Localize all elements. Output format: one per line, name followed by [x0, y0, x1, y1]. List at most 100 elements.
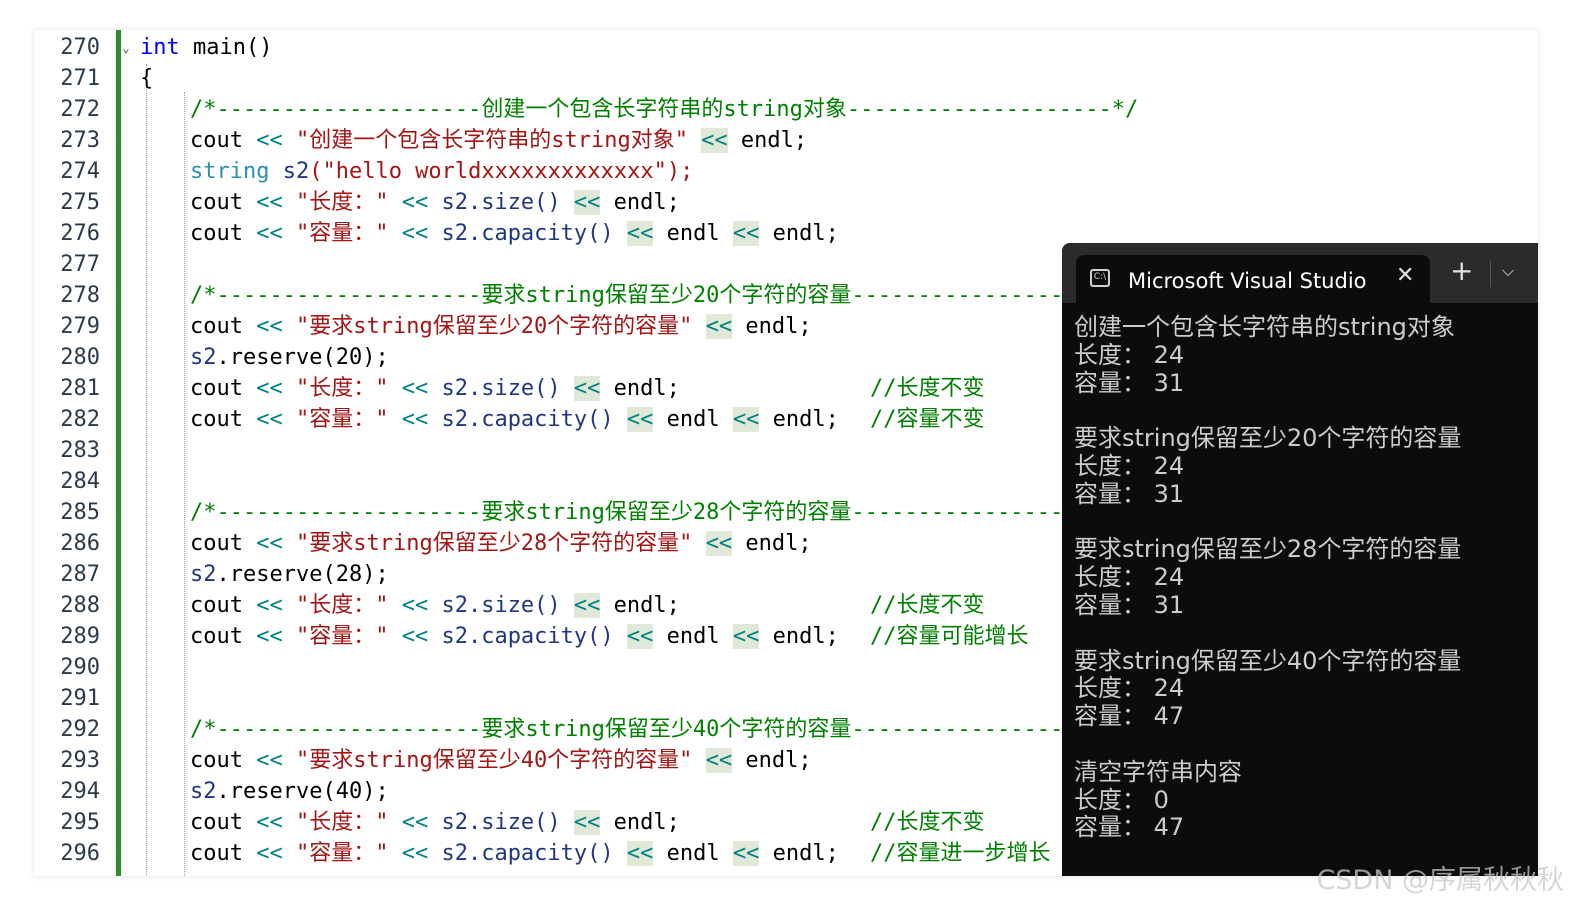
- inline-comment: //长度不变: [870, 810, 985, 835]
- highlighted-operator: <<: [626, 841, 654, 866]
- code-text: s2.size(): [428, 376, 574, 401]
- terminal-line: 要求string保留至少28个字符的容量: [1074, 535, 1462, 564]
- terminal-tab-bar: C:\ Microsoft Visual Studio 调试控制台 ✕ + ⌵: [1062, 243, 1538, 303]
- operator: <<: [256, 531, 283, 556]
- operator: <<: [256, 221, 283, 246]
- inline-comment: //长度不变: [870, 376, 985, 401]
- terminal-line: 长度： 24: [1074, 340, 1185, 369]
- code-text: endl;: [759, 624, 839, 649]
- code-text: cout: [190, 593, 257, 618]
- code-line: cout << "容量：" << s2.capacity() << endl <…: [190, 621, 839, 652]
- code-text: endl: [653, 841, 733, 866]
- code-text: main(): [179, 35, 273, 60]
- terminal-tab[interactable]: C:\ Microsoft Visual Studio 调试控制台 ✕: [1076, 255, 1430, 303]
- watermark: CSDN @序属秋秋秋: [1316, 865, 1564, 896]
- comment-line: /*--------------------创建一个包含长字符串的string对…: [190, 97, 1139, 122]
- chevron-down-icon[interactable]: ⌵: [1502, 261, 1515, 280]
- line-number: 286: [60, 531, 100, 556]
- line-number: 275: [60, 190, 100, 215]
- line-number: 272: [60, 97, 100, 122]
- line-number: 294: [60, 779, 100, 804]
- code-text: s2.size(): [428, 190, 574, 215]
- close-icon[interactable]: ✕: [1396, 263, 1415, 288]
- highlighted-operator: <<: [705, 314, 733, 339]
- code-text: endl;: [759, 407, 839, 432]
- code-text: cout: [190, 624, 257, 649]
- code-text: .reserve(20);: [216, 345, 389, 370]
- string-literal: "容量：": [282, 221, 402, 246]
- code-text: endl;: [732, 531, 812, 556]
- code-line: cout << "容量：" << s2.capacity() << endl <…: [190, 404, 839, 435]
- terminal-line: 长度： 24: [1074, 563, 1185, 592]
- line-number: 273: [60, 128, 100, 153]
- string-literal: "长度：": [282, 810, 402, 835]
- string-literal: ("hello worldxxxxxxxxxxxxx");: [309, 159, 694, 184]
- code-text: cout: [190, 376, 257, 401]
- terminal-line: 长度： 0: [1074, 785, 1169, 814]
- identifier: s2: [282, 159, 310, 184]
- code-text: .reserve(28);: [216, 562, 389, 587]
- operator: <<: [256, 407, 283, 432]
- code-text: s2.size(): [428, 593, 574, 618]
- line-number: 289: [60, 624, 100, 649]
- operator: <<: [401, 190, 429, 215]
- line-number: 291: [60, 686, 100, 711]
- indent-guide: [184, 92, 185, 876]
- highlighted-operator: <<: [732, 841, 760, 866]
- line-number: 293: [60, 748, 100, 773]
- highlighted-operator: <<: [701, 128, 728, 153]
- code-text: cout: [190, 531, 257, 556]
- new-tab-button[interactable]: +: [1450, 254, 1474, 287]
- code-text: endl;: [759, 221, 839, 246]
- identifier: s2: [190, 345, 217, 370]
- line-number: 288: [60, 593, 100, 618]
- operator: <<: [256, 593, 283, 618]
- code-line: s2.reserve(28);: [190, 559, 389, 590]
- comment-line: /*--------------------要求string保留至少20个字符的…: [190, 283, 1143, 308]
- string-literal: "长度：": [282, 376, 402, 401]
- highlighted-operator: <<: [573, 810, 601, 835]
- code-line: cout << "长度：" << s2.size() << endl;: [190, 187, 680, 218]
- highlighted-operator: <<: [626, 407, 654, 432]
- operator: <<: [401, 841, 429, 866]
- terminal-line: 容量： 31: [1074, 368, 1185, 397]
- code-text: cout: [190, 314, 257, 339]
- code-line: cout << "容量：" << s2.capacity() << endl <…: [190, 838, 839, 869]
- line-number: 281: [60, 376, 100, 401]
- highlighted-operator: <<: [732, 624, 760, 649]
- code-text: .reserve(40);: [216, 779, 389, 804]
- highlighted-operator: <<: [705, 531, 733, 556]
- code-line: cout << "长度：" << s2.size() << endl;: [190, 807, 680, 838]
- terminal-line: 容量： 47: [1074, 702, 1185, 731]
- tab-divider: [1490, 261, 1491, 287]
- line-number: 278: [60, 283, 100, 308]
- code-line: cout << "长度：" << s2.size() << endl;: [190, 590, 680, 621]
- string-literal: "长度：": [282, 593, 402, 618]
- code-text: endl;: [759, 841, 839, 866]
- terminal-line: 创建一个包含长字符串的string对象: [1074, 313, 1455, 341]
- line-number: 296: [60, 841, 100, 866]
- code-text: cout: [190, 128, 257, 153]
- line-number: 287: [60, 562, 100, 587]
- operator: <<: [256, 841, 283, 866]
- code-line: s2.reserve(40);: [190, 776, 389, 807]
- highlighted-operator: <<: [732, 221, 760, 246]
- terminal-window[interactable]: C:\ Microsoft Visual Studio 调试控制台 ✕ + ⌵ …: [1062, 243, 1538, 876]
- code-text: endl: [653, 221, 733, 246]
- highlighted-operator: <<: [573, 376, 601, 401]
- code-text: cout: [190, 221, 257, 246]
- code-line: int main(): [140, 32, 272, 63]
- change-indicator-bar: [116, 30, 121, 876]
- comment-line: /*--------------------要求string保留至少28个字符的…: [190, 500, 1143, 525]
- code-text: s2.capacity(): [428, 221, 627, 246]
- code-line: s2.reserve(20);: [190, 342, 389, 373]
- terminal-line: 要求string保留至少40个字符的容量: [1074, 646, 1462, 675]
- comment-line: /*--------------------要求string保留至少40个字符的…: [190, 717, 1143, 742]
- keyword: int: [140, 35, 180, 60]
- chevron-down-icon[interactable]: ⌄: [122, 41, 130, 56]
- operator: <<: [401, 407, 429, 432]
- string-literal: "要求string保留至少28个字符的容量": [282, 531, 706, 556]
- line-number: 285: [60, 500, 100, 525]
- highlighted-operator: <<: [626, 221, 654, 246]
